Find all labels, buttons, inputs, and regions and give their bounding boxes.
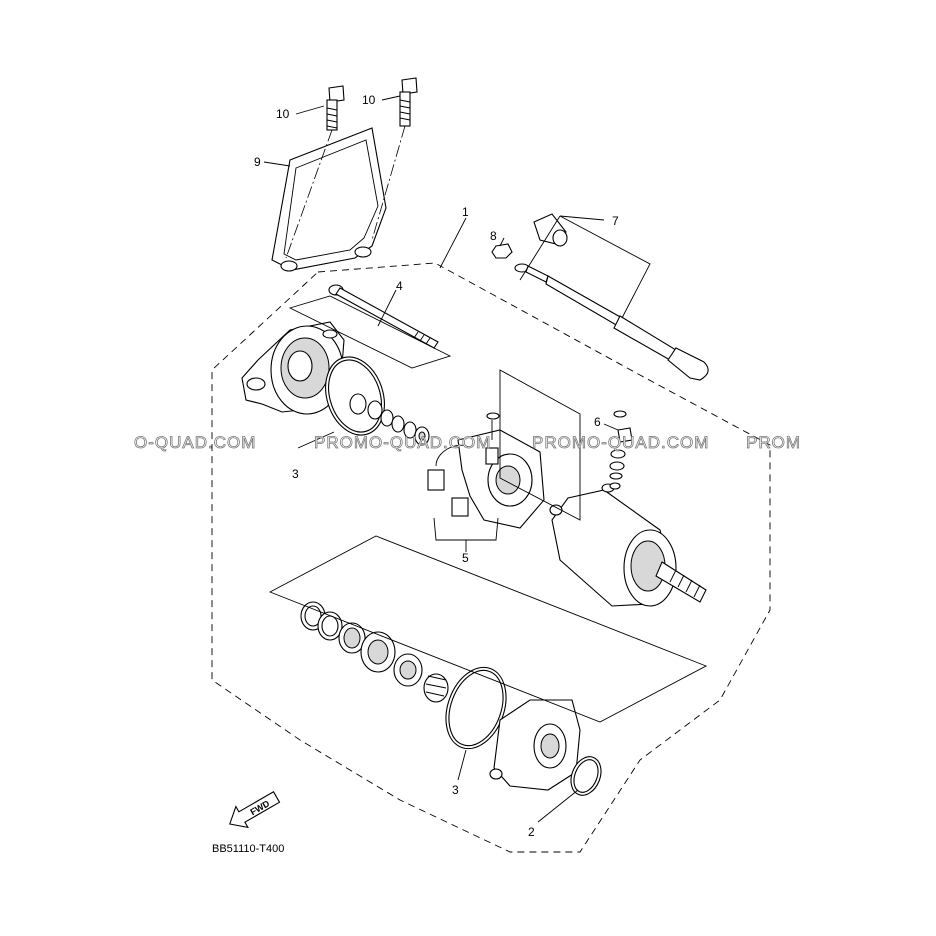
callout-8: 8 — [490, 229, 497, 243]
lower-washer-set — [300, 601, 449, 703]
washer-set-upper — [349, 393, 430, 446]
brush-holder-part — [427, 412, 545, 529]
guide-lower — [268, 535, 708, 723]
watermark-3: PROMO-QUAD.COM — [532, 433, 709, 452]
starter-lead-part — [514, 213, 709, 381]
watermark-2: PROMO-QUAD.COM — [314, 433, 491, 452]
rear-cover-part — [489, 699, 581, 791]
bracket-part — [271, 127, 387, 272]
callout-9: 9 — [254, 155, 261, 169]
fwd-arrow-icon — [229, 791, 281, 829]
motor-yoke-part — [549, 483, 707, 607]
assembly-outline — [211, 262, 771, 853]
callout-3-lower: 3 — [452, 783, 459, 797]
nut-part — [491, 243, 513, 259]
callout-10-left: 10 — [276, 107, 290, 121]
callout-10-right: 10 — [362, 93, 376, 107]
callout-7: 7 — [612, 214, 619, 228]
callout-6: 6 — [594, 415, 601, 429]
through-bolt-part — [328, 284, 439, 349]
callout-4: 4 — [396, 279, 403, 293]
callout-3-upper: 3 — [292, 467, 299, 481]
callout-2: 2 — [528, 825, 535, 839]
callout-1: 1 — [462, 205, 469, 219]
diagram-code: BB51110-T400 — [212, 843, 284, 855]
leader-lines — [263, 95, 651, 823]
watermark-1: O-QUAD.COM — [134, 433, 256, 452]
callout-5: 5 — [462, 551, 469, 565]
watermark-4: PROM — [746, 433, 801, 452]
front-cover-part — [241, 321, 345, 415]
terminal-nut-stack — [609, 410, 633, 490]
bolt-part — [285, 77, 418, 259]
guide-upper-left — [288, 295, 452, 369]
guide-brush — [499, 369, 581, 521]
